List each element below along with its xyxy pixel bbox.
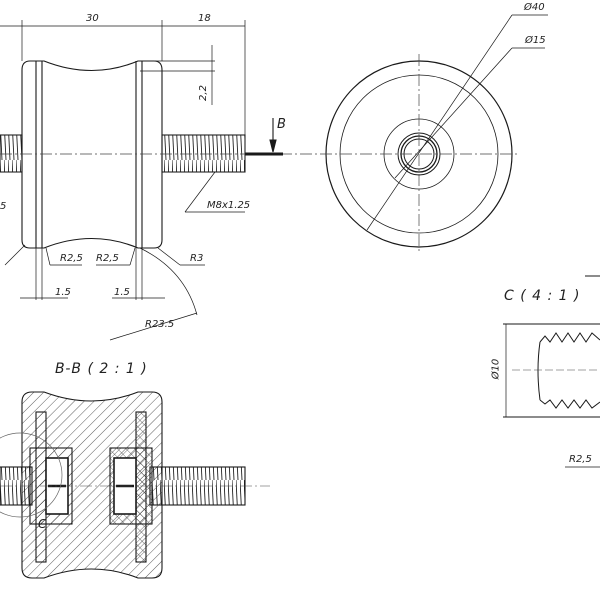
left-thread	[0, 134, 23, 173]
detail-c-circle	[0, 432, 63, 518]
dim-r-corner: R3	[190, 253, 204, 264]
end-view	[300, 14, 548, 254]
detail-mark-c: C	[38, 517, 47, 531]
dim-r-arc: R23.5	[145, 319, 175, 330]
section-view	[0, 391, 270, 579]
dim-detail-radius: R2,5	[569, 454, 592, 465]
dim-outer-diameter: Ø40	[524, 2, 545, 13]
right-thread	[161, 134, 246, 173]
front-view	[0, 20, 300, 341]
dim-r-left: R2,5	[60, 253, 83, 264]
dim-flange-left: 1.5	[55, 287, 71, 298]
rubber-body	[21, 60, 163, 249]
section-mark-b: B	[277, 117, 286, 132]
thread-label: M8x1.25	[207, 200, 251, 211]
section-title: B-B ( 2 : 1 )	[55, 361, 148, 377]
dim-partial: 5	[0, 201, 7, 212]
dim-width: 30	[86, 13, 99, 24]
dim-r-right: R2,5	[96, 253, 119, 264]
dim-stud: 18	[198, 13, 211, 24]
detail-view	[503, 275, 600, 468]
dim-concave: 2,2	[197, 85, 209, 101]
dim-detail-diameter: Ø10	[490, 358, 502, 380]
dim-flange-right: 1.5	[114, 287, 130, 298]
dimensions	[0, 20, 246, 341]
dim-inner-diameter: Ø15	[525, 35, 546, 46]
section-body	[21, 391, 163, 579]
detail-title: C ( 4 : 1 )	[504, 288, 581, 304]
